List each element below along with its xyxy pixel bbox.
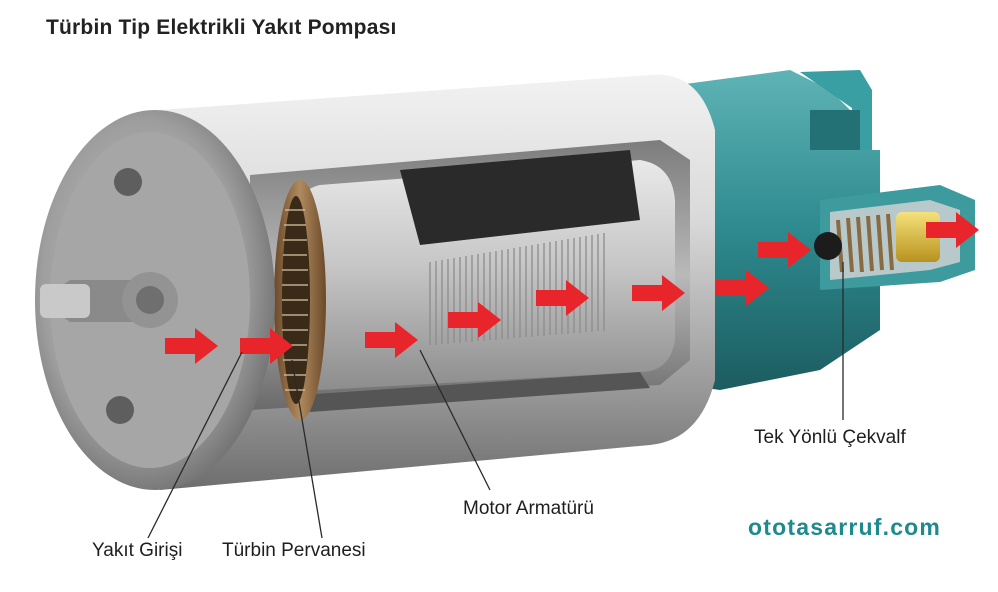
- leader-lines: [147, 262, 844, 539]
- label-turbine-impeller: Türbin Pervanesi: [222, 540, 366, 561]
- label-motor-armature: Motor Armatürü: [463, 498, 594, 519]
- fuel-flow-arrows: [165, 212, 979, 364]
- leader-line-fuel-inlet: [147, 351, 243, 539]
- motor-armature: [292, 150, 675, 412]
- inlet-end-cap: [35, 110, 275, 490]
- label-fuel-inlet: Yakıt Girişi: [92, 540, 183, 561]
- brand-watermark: ototasarruf.com: [748, 514, 942, 540]
- turbine-impeller: [274, 180, 326, 420]
- leader-line-turbine: [291, 359, 323, 539]
- leader-line-armature: [419, 349, 491, 491]
- flow-arrow: [240, 328, 293, 364]
- flow-arrow: [926, 212, 979, 248]
- check-valve-ball: [814, 232, 842, 260]
- flow-arrow: [758, 232, 811, 268]
- flow-arrow: [448, 302, 501, 338]
- label-check-valve: Tek Yönlü Çekvalf: [754, 427, 906, 448]
- inlet-port: [40, 284, 90, 318]
- flow-arrow: [165, 328, 218, 364]
- diagram-title: Türbin Tip Elektrikli Yakıt Pompası: [46, 16, 397, 39]
- flow-arrow: [632, 275, 685, 311]
- flow-arrow: [365, 322, 418, 358]
- outlet-nozzle: [814, 185, 975, 290]
- flow-arrow: [536, 280, 589, 316]
- flow-arrow: [716, 270, 769, 306]
